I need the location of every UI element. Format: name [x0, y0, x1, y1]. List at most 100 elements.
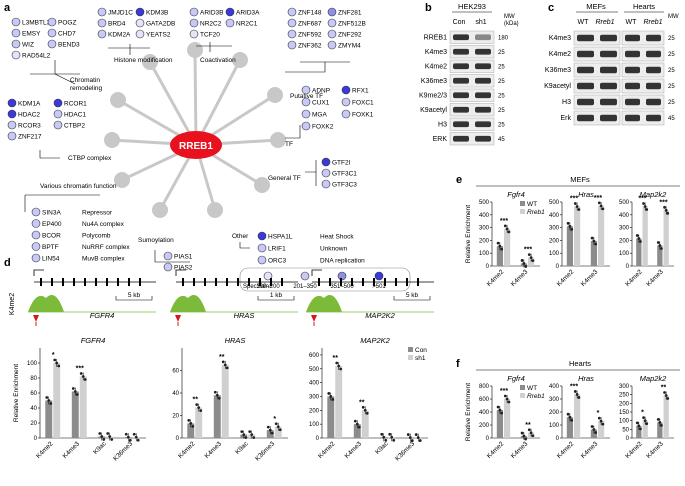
data-point [189, 422, 192, 425]
protein-node [328, 19, 336, 27]
protein-node [322, 158, 330, 166]
group-label: Various chromatin function [40, 183, 117, 190]
blot-row-label: H3 [438, 121, 447, 128]
data-point [279, 428, 282, 431]
group-label: General TF [268, 175, 301, 182]
data-point [133, 433, 136, 436]
protein-label: FOXK2 [312, 124, 334, 131]
exon [351, 278, 353, 286]
bracket [108, 44, 150, 55]
bar [45, 401, 52, 439]
blot-lane: WT [578, 19, 590, 26]
data-point [380, 433, 383, 436]
exon [182, 278, 184, 286]
protein-label: FOXC1 [352, 100, 374, 107]
data-point [532, 259, 535, 262]
protein-node [136, 30, 144, 38]
bar [567, 226, 573, 266]
data-point [125, 433, 128, 436]
spoke-node [207, 202, 223, 218]
protein-node [98, 19, 106, 27]
protein-node [190, 8, 198, 16]
significance-mark: *** [500, 388, 508, 395]
exon [128, 278, 130, 286]
protein-label: GTF3C1 [332, 171, 357, 178]
blot-band [625, 83, 640, 89]
blot-mw: 25 [498, 93, 505, 99]
data-point [409, 436, 412, 439]
data-point [195, 403, 198, 406]
exon [417, 278, 419, 286]
legend-item: 351–500 [330, 284, 354, 290]
exon [395, 278, 397, 286]
blot-band [625, 51, 640, 57]
data-point [528, 428, 531, 431]
data-point [636, 421, 639, 424]
legend-label: WT [527, 385, 537, 392]
data-point [49, 402, 52, 405]
protein-node [8, 110, 16, 118]
data-point [252, 436, 255, 439]
blot-group: Hearts [633, 2, 655, 11]
protein-node [48, 40, 56, 48]
y-tick-label: 80 [30, 376, 37, 382]
exon [215, 278, 217, 286]
blot-row-label: H3 [562, 99, 571, 106]
blot-band [577, 67, 594, 73]
data-point [639, 427, 642, 430]
y-tick-label: 300 [549, 226, 560, 232]
blot-band [475, 63, 491, 69]
blot-band [600, 115, 617, 121]
data-point [576, 205, 579, 208]
blot-group: MEFs [586, 2, 606, 11]
panel-letter-b: b [425, 2, 432, 14]
data-point [388, 433, 391, 436]
data-point [76, 393, 79, 396]
category-label: K4me2 [486, 440, 506, 460]
bar [80, 377, 87, 439]
data-point [250, 433, 253, 436]
exon [73, 278, 75, 286]
blot-mw: 25 [668, 36, 675, 42]
protein-node [302, 110, 310, 118]
protein-node [288, 30, 296, 38]
group-label: Coactivation [200, 57, 236, 64]
protein-node [164, 252, 172, 260]
protein-node [226, 8, 234, 16]
y-tick-label: 100 [479, 251, 490, 257]
signal-peak [170, 295, 206, 312]
y-tick-label: 200 [309, 408, 320, 414]
spoke-node [267, 87, 283, 103]
data-point [102, 438, 105, 441]
data-point [591, 237, 594, 240]
legend-swatch [520, 209, 525, 214]
protein-node [342, 86, 350, 94]
protein-label: RCOR1 [64, 101, 87, 108]
data-point [598, 201, 601, 204]
bracket [240, 242, 250, 248]
protein-node [288, 41, 296, 49]
blot-band [577, 99, 594, 105]
blot-band [646, 83, 661, 89]
exon [373, 278, 375, 286]
blot-mw: 25 [498, 79, 505, 85]
data-point [602, 423, 605, 426]
data-point [335, 362, 338, 365]
blot-band [600, 51, 617, 57]
y-tick-label: 200 [619, 238, 630, 244]
signal-peak [306, 295, 342, 312]
exon [384, 278, 386, 286]
spoke-node [104, 132, 120, 148]
protein-label: LIN54 [42, 256, 60, 263]
y-tick-label: 0 [556, 264, 560, 270]
data-point [500, 248, 503, 251]
blot-band [577, 83, 594, 89]
data-point [224, 363, 227, 366]
y-tick-label: 100 [549, 251, 560, 257]
data-point [339, 368, 342, 371]
blot-mw: 45 [498, 137, 505, 143]
y-tick-label: 400 [479, 410, 490, 416]
